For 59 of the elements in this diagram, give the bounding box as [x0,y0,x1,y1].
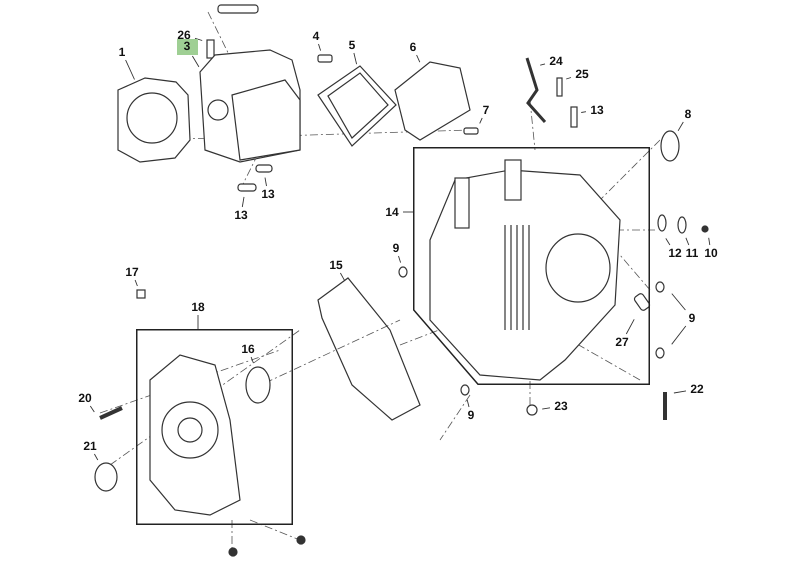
callout-number: 7 [480,103,492,117]
leader-line [90,406,95,412]
callout-number: 3 [176,39,198,55]
callout-number: 25 [572,67,592,81]
callout-number: 9 [390,241,402,255]
callout-number: 21 [80,439,100,453]
leader-line [685,237,690,246]
leader-line [626,318,635,334]
leader-line [665,238,670,246]
leader-line [192,56,200,68]
callout-number: 24 [546,54,566,68]
leader-line [398,256,402,264]
leader-line [466,399,470,408]
callout-number: 17 [122,265,142,279]
callout-number: 8 [682,107,694,121]
leader-line [540,63,546,66]
callout-number: 18 [188,300,208,314]
leader-line [318,44,322,52]
leader-line [708,237,710,246]
leader-line [125,60,135,80]
callout-number: 13 [587,103,607,117]
callout-number: 10 [701,246,721,260]
leader-line [542,407,550,410]
leader-line [673,390,686,394]
callout-number: 11 [682,246,702,260]
callout-number: 14 [382,205,402,219]
leader-line [416,54,420,63]
leader-line [340,272,345,281]
callout-number: 23 [551,399,571,413]
leader-line [671,293,686,310]
callout-number: 13 [231,208,251,222]
group-frame [413,147,650,385]
callout-number: 20 [75,391,95,405]
leader-line [580,111,586,113]
callout-number: 22 [687,382,707,396]
leader-line [479,118,483,124]
leader-line [242,196,244,208]
callout-number: 15 [326,258,346,272]
callout-number: 9 [686,311,698,325]
callout-number: 26 [174,28,194,42]
leader-line [94,454,98,460]
leader-line [353,52,358,65]
leader-line [678,122,684,132]
callout-number: 1 [116,45,128,59]
callout-number: 4 [310,29,322,43]
leader-line [264,177,267,186]
callout-number: 13 [258,187,278,201]
leader-line [194,38,203,41]
callout-number: 5 [346,38,358,52]
callout-number: 6 [406,40,420,54]
callout-number: 12 [665,246,685,260]
leader-line [671,326,686,345]
group-frame [136,329,293,525]
callout-number: 16 [238,342,258,356]
leader-line [566,77,572,80]
leader-line [250,356,254,364]
callout-number: 9 [464,408,478,422]
leader-line [134,280,138,286]
callout-number: 27 [612,335,632,349]
